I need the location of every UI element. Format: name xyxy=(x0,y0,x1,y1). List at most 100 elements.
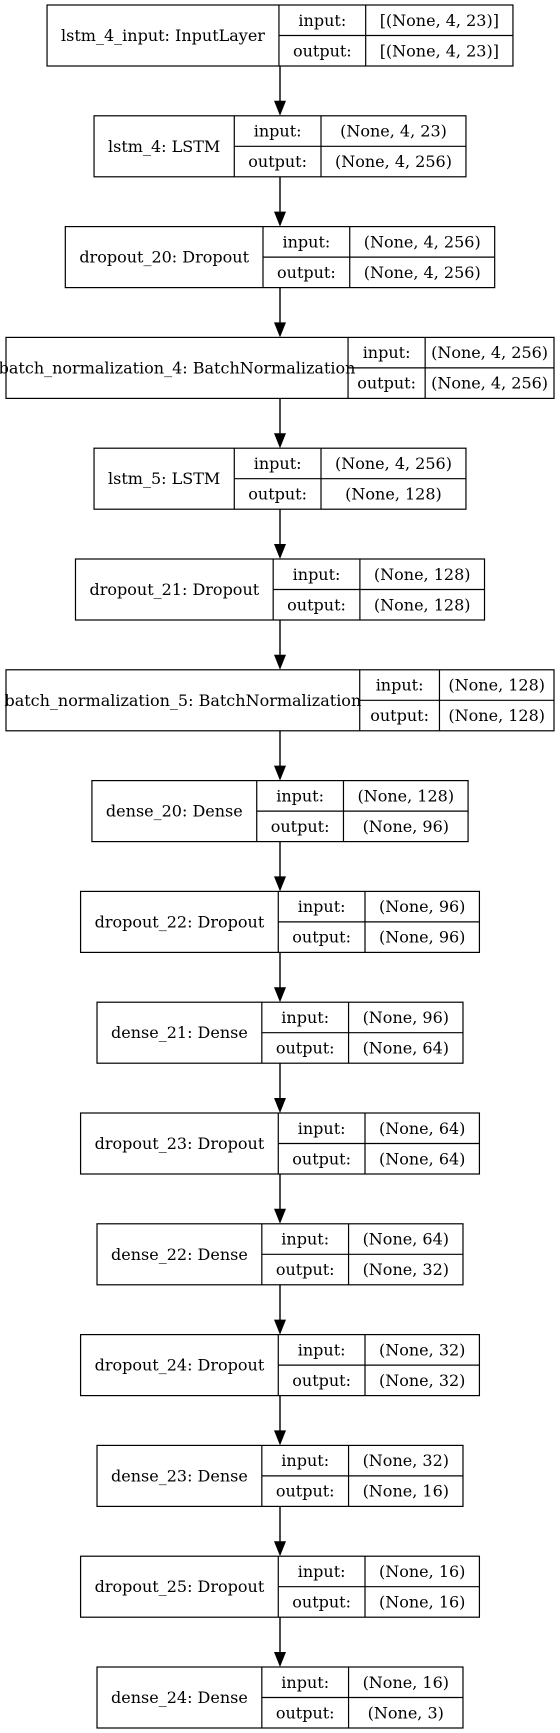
layer-node: lstm_4: LSTM input: output: (None, 4, 23) (N… xyxy=(93,115,467,178)
output-port-label: output: xyxy=(276,1038,335,1057)
input-shape: (None, 16) xyxy=(363,1673,449,1692)
input-shape: (None, 4, 256) xyxy=(364,232,481,251)
output-shape: (None, 4, 256) xyxy=(431,374,548,393)
output-shape: (None, 4, 256) xyxy=(335,152,452,171)
output-port-label: output: xyxy=(248,152,307,171)
output-port-label: output: xyxy=(277,263,336,282)
layer-name: dropout_21: Dropout xyxy=(89,580,259,599)
input-shape: (None, 128) xyxy=(448,676,545,695)
input-port-label: input: xyxy=(298,897,346,916)
layer-name: batch_normalization_4: BatchNormalizatio… xyxy=(0,358,355,377)
output-shape: (None, 32) xyxy=(379,1371,465,1390)
layer-name: dense_22: Dense xyxy=(111,1245,248,1264)
input-port-label: input: xyxy=(282,232,330,251)
edge-arrowhead-10 xyxy=(274,1208,286,1224)
output-port-label: output: xyxy=(276,1703,335,1722)
input-shape: (None, 64) xyxy=(363,1230,449,1249)
input-port-label: input: xyxy=(376,676,424,695)
input-port-label: input: xyxy=(363,343,411,362)
edge-arrowhead-8 xyxy=(274,987,286,1003)
output-shape: (None, 3) xyxy=(368,1703,444,1722)
edge-arrowhead-13 xyxy=(274,1541,286,1557)
edge-arrowhead-1 xyxy=(274,211,286,227)
layer-node: dropout_25: Dropout input: output: (None, 1… xyxy=(79,1555,481,1618)
layer-name: dropout_23: Dropout xyxy=(95,1134,265,1153)
layer-name: dropout_20: Dropout xyxy=(79,248,249,267)
input-port-label: input: xyxy=(281,1230,329,1249)
output-port-label: output: xyxy=(276,1260,335,1279)
edge-arrowhead-12 xyxy=(274,1430,286,1446)
layer-node: dropout_21: Dropout input: output: (None, 1… xyxy=(74,558,486,621)
edge-arrowhead-6 xyxy=(274,765,286,781)
input-port-label: input: xyxy=(281,1673,329,1692)
input-shape: (None, 128) xyxy=(374,565,471,584)
output-port-label: output: xyxy=(276,1482,335,1501)
output-shape: (None, 32) xyxy=(363,1260,449,1279)
output-shape: (None, 16) xyxy=(379,1592,465,1611)
edge-arrowhead-7 xyxy=(274,876,286,892)
output-shape: (None, 128) xyxy=(448,706,545,725)
input-port-label: input: xyxy=(298,1340,346,1359)
input-shape: (None, 32) xyxy=(363,1451,449,1470)
layer-name: dense_24: Dense xyxy=(111,1688,248,1707)
layer-node: batch_normalization_4: BatchNormalizatio… xyxy=(0,336,555,399)
output-shape: (None, 128) xyxy=(345,484,442,503)
layer-name: lstm_4_input: InputLayer xyxy=(61,26,265,45)
output-port-label: output: xyxy=(357,374,416,393)
output-port-label: output: xyxy=(370,706,429,725)
output-port-label: output: xyxy=(287,595,346,614)
output-shape: (None, 96) xyxy=(363,817,449,836)
layer-node: dropout_24: Dropout input: output: (None, 3… xyxy=(79,1333,481,1397)
edge-arrowhead-5 xyxy=(274,654,286,670)
layer-name: dense_21: Dense xyxy=(111,1023,248,1042)
input-port-label: input: xyxy=(254,122,302,141)
layer-node: lstm_4_input: InputLayer input: output: [(N… xyxy=(46,4,514,67)
input-port-label: input: xyxy=(281,1008,329,1027)
layer-node: dense_24: Dense input: output: (None, 16) (N… xyxy=(96,1666,464,1729)
input-shape: (None, 96) xyxy=(363,1008,449,1027)
output-port-label: output: xyxy=(292,1592,351,1611)
output-port-label: output: xyxy=(292,1149,351,1168)
layer-name: dense_20: Dense xyxy=(106,802,243,821)
edge-arrowhead-11 xyxy=(274,1319,286,1335)
output-shape: (None, 96) xyxy=(379,928,465,947)
layer-node: dropout_23: Dropout input: output: (None, 6… xyxy=(79,1112,481,1175)
input-shape: (None, 4, 23) xyxy=(340,122,447,141)
edge-arrowhead-4 xyxy=(274,544,286,559)
input-shape: (None, 4, 256) xyxy=(335,454,452,473)
layer-name: dropout_22: Dropout xyxy=(95,912,265,931)
edge-arrowhead-14 xyxy=(274,1652,286,1667)
layer-name: batch_normalization_5: BatchNormalizatio… xyxy=(4,691,361,710)
output-shape: (None, 64) xyxy=(379,1149,465,1168)
input-port-label: input: xyxy=(298,1119,346,1138)
layer-name: dropout_25: Dropout xyxy=(95,1577,265,1596)
input-shape: (None, 4, 256) xyxy=(431,343,548,362)
edge-arrowhead-2 xyxy=(274,322,286,338)
output-shape: (None, 64) xyxy=(363,1038,449,1057)
layer-name: dropout_24: Dropout xyxy=(95,1356,265,1375)
layer-node: batch_normalization_5: BatchNormalizatio… xyxy=(4,669,555,732)
layer-name: lstm_4: LSTM xyxy=(108,137,220,156)
layer-name: dense_23: Dense xyxy=(111,1466,248,1485)
input-shape: (None, 96) xyxy=(379,897,465,916)
input-shape: (None, 32) xyxy=(379,1340,465,1359)
output-port-label: output: xyxy=(292,1371,351,1390)
input-port-label: input: xyxy=(293,565,341,584)
output-port-label: output: xyxy=(293,41,352,60)
edge-arrowhead-3 xyxy=(274,433,286,449)
input-shape: (None, 128) xyxy=(357,786,454,805)
input-shape: (None, 64) xyxy=(379,1119,465,1138)
output-shape: (None, 128) xyxy=(374,595,471,614)
input-port-label: input: xyxy=(298,1562,346,1581)
input-port-label: input: xyxy=(276,786,324,805)
input-port-label: input: xyxy=(298,11,346,30)
input-shape: (None, 16) xyxy=(379,1562,465,1581)
edge-arrowhead-9 xyxy=(274,1098,286,1113)
output-port-label: output: xyxy=(248,484,307,503)
output-shape: [(None, 4, 23)] xyxy=(380,41,499,60)
layer-node: dense_22: Dense input: output: (None, 64) (N… xyxy=(96,1223,464,1286)
